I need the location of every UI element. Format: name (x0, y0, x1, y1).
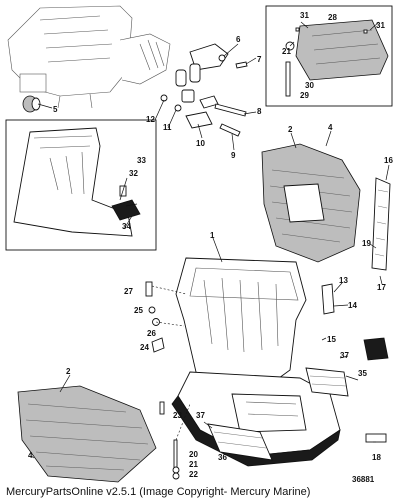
callout-31-left: 31 (300, 11, 309, 20)
callout-19: 19 (362, 239, 371, 248)
washer-21 (172, 466, 180, 474)
callout-25: 25 (134, 306, 143, 315)
callout-2-lower: 2 (66, 367, 71, 376)
callout-17: 17 (377, 283, 386, 292)
bolt-27 (145, 281, 153, 297)
bolt-9 (219, 123, 241, 137)
callout-11: 11 (163, 123, 172, 132)
callout-21-inset: 21 (282, 47, 291, 56)
side-cover-2-lower (17, 385, 157, 483)
callout-22: 22 (189, 470, 198, 479)
bumper-5 (22, 95, 41, 113)
inset-box-left (5, 119, 157, 251)
callout-18: 18 (372, 453, 381, 462)
washer-25 (148, 306, 156, 314)
callout-23: 23 (173, 411, 182, 420)
inset-box-top-right (265, 5, 393, 107)
callout-21-lower: 21 (189, 460, 198, 469)
callout-26: 26 (147, 329, 156, 338)
callout-33: 33 (137, 156, 146, 165)
plate-36 (207, 423, 273, 461)
callout-1: 1 (210, 231, 215, 240)
callout-6: 6 (236, 35, 241, 44)
side-plate-16 (371, 177, 391, 271)
callout-13: 13 (339, 276, 348, 285)
powerhead-block (7, 5, 171, 109)
bolt-7 (235, 61, 248, 69)
stud-20 (173, 439, 178, 469)
plate-35 (305, 367, 349, 397)
callout-35: 35 (358, 369, 367, 378)
callout-24: 24 (140, 343, 149, 352)
leader-lines (30, 21, 390, 459)
callout-29: 29 (300, 91, 309, 100)
callout-7: 7 (257, 55, 262, 64)
callout-16: 16 (384, 156, 393, 165)
callout-37-lower: 37 (196, 411, 205, 420)
callout-34: 34 (122, 222, 131, 231)
callout-4-lower: 4 (28, 451, 33, 460)
drawing-number: 36881 (352, 475, 375, 484)
callout-5: 5 (53, 105, 58, 114)
callout-14: 14 (348, 301, 357, 310)
callout-9: 9 (231, 151, 236, 160)
callout-37-right: 37 (340, 351, 349, 360)
bracket-13 (321, 283, 335, 315)
box-18 (365, 433, 387, 443)
callout-31-right: 31 (376, 21, 385, 30)
callout-2-upper: 2 (288, 125, 293, 134)
callout-36: 36 (218, 453, 227, 462)
bolt-23 (159, 401, 165, 415)
callout-32: 32 (129, 169, 138, 178)
nut-22 (172, 472, 180, 480)
callout-20: 20 (189, 450, 198, 459)
callout-30: 30 (305, 81, 314, 90)
side-cover-2-upper (261, 143, 361, 263)
bolt-8 (214, 103, 247, 117)
callout-labels: 1 2 2 4 4 5 6 7 8 9 10 11 12 13 14 15 16… (28, 11, 393, 479)
callout-15: 15 (327, 335, 336, 344)
bushings-cluster (160, 63, 219, 129)
copyright-footer: MercuryPartsOnline v2.5.1 (Image Copyrig… (6, 486, 311, 498)
callout-28: 28 (328, 13, 337, 22)
grommet-24 (151, 337, 165, 353)
callout-4-upper: 4 (328, 123, 333, 132)
callout-27: 27 (124, 287, 133, 296)
driveshaft-housing-1 (171, 257, 341, 467)
callout-10: 10 (196, 139, 205, 148)
callout-12: 12 (146, 115, 155, 124)
cap-3 (363, 337, 389, 361)
callout-8: 8 (257, 107, 262, 116)
